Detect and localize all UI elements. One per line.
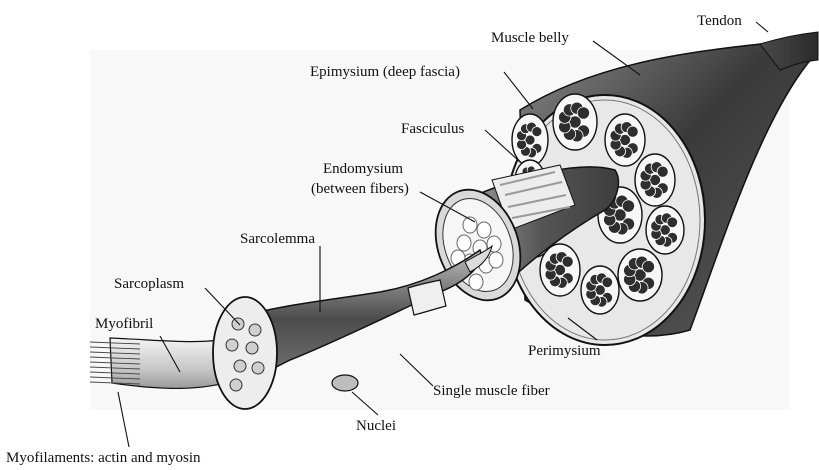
label-sarcoplasm: Sarcoplasm — [114, 276, 184, 292]
endomysium-fiber-cell — [489, 252, 503, 268]
fascicle-bundle — [618, 249, 662, 301]
sarcoplasm-myofibril — [246, 342, 258, 354]
fascicle-bundle — [512, 114, 548, 166]
label-muscle-belly: Muscle belly — [491, 30, 569, 46]
label-sarcolemma: Sarcolemma — [240, 231, 315, 247]
fascicle-bundle — [635, 154, 675, 206]
label-single-muscle-fiber: Single muscle fiber — [433, 383, 550, 399]
sarcoplasm-myofibril — [232, 318, 244, 330]
fascicle-bundle — [646, 206, 684, 254]
fascicle-bundle — [581, 266, 619, 314]
nucleus — [332, 375, 358, 391]
endomysium-fiber-cell — [477, 222, 491, 238]
label-myofibril: Myofibril — [95, 316, 153, 332]
label-endomysium-note: (between fibers) — [311, 181, 409, 197]
label-fasciculus: Fasciculus — [401, 121, 464, 137]
sarcoplasm-myofibril — [230, 379, 242, 391]
label-endomysium: Endomysium — [323, 161, 403, 177]
fascicle-bundle — [553, 94, 597, 150]
endomysium-fiber-cell — [469, 274, 483, 290]
sarcoplasm-cross-section — [213, 297, 277, 409]
label-myofilaments: Myofilaments: actin and myosin — [6, 450, 201, 466]
fascicle-bundle — [605, 114, 645, 166]
sarcoplasm-myofibril — [249, 324, 261, 336]
endomysium-fiber-cell — [457, 235, 471, 251]
label-perimysium: Perimysium — [528, 343, 601, 359]
sarcoplasm-myofibril — [234, 360, 246, 372]
label-tendon: Tendon — [697, 13, 742, 29]
sarcoplasm-myofibril — [226, 339, 238, 351]
label-nuclei: Nuclei — [356, 418, 396, 434]
label-epimysium: Epimysium (deep fascia) — [310, 64, 460, 80]
sarcoplasm-myofibril — [252, 362, 264, 374]
